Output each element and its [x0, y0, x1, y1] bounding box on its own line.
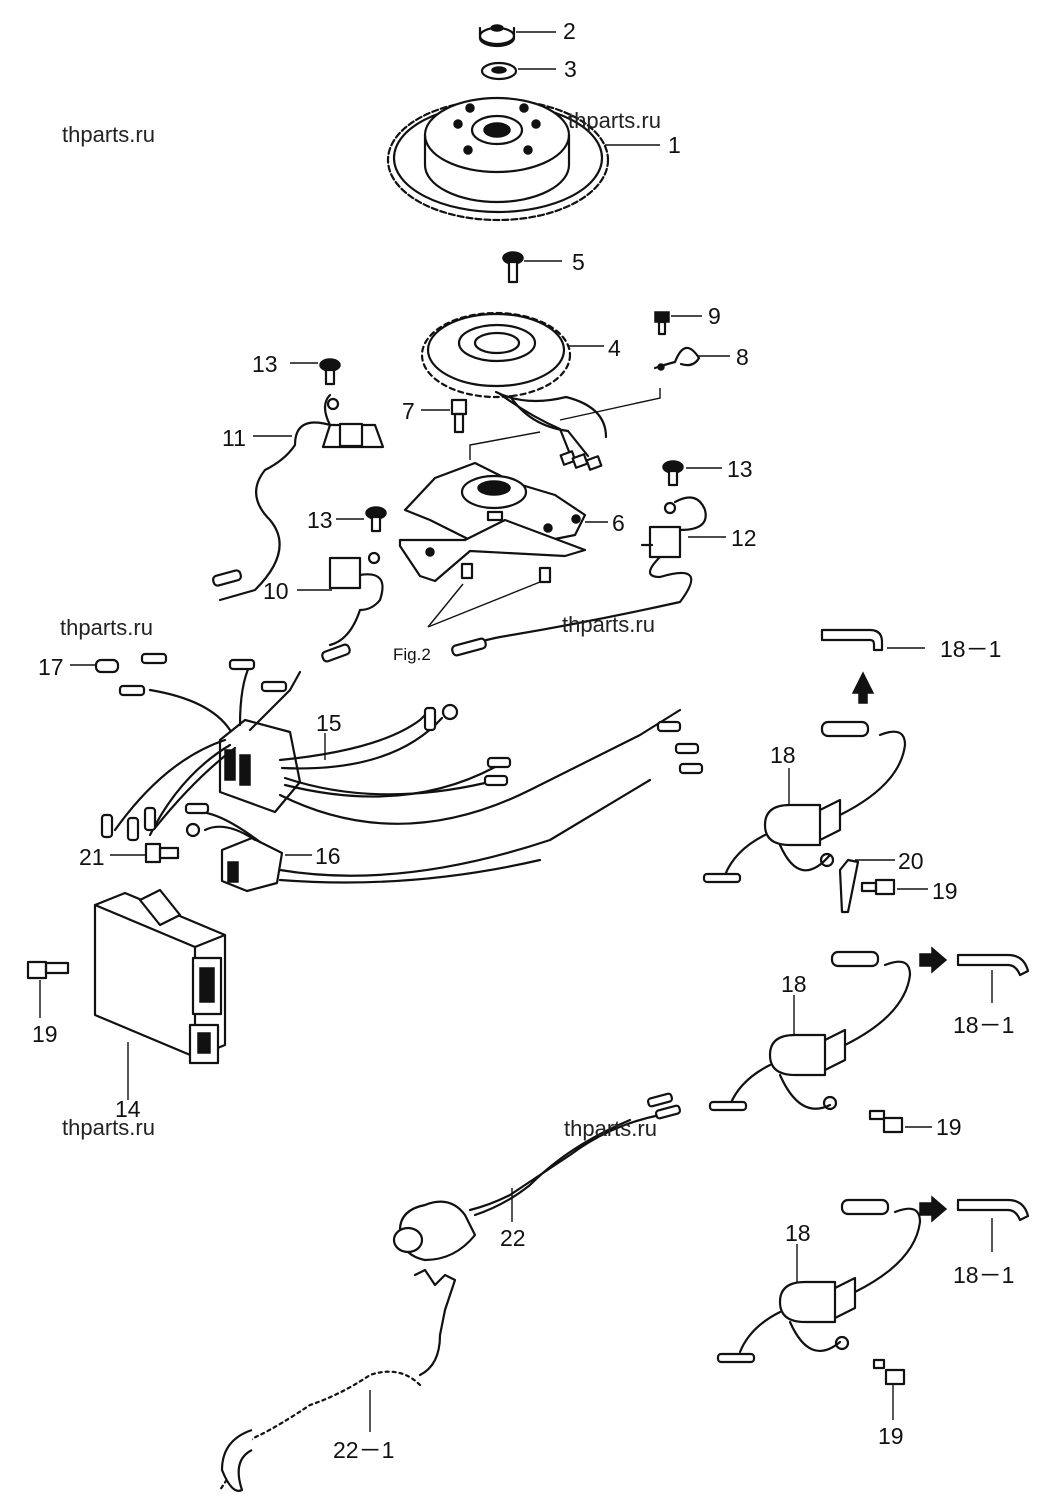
callout-22: 22 [500, 1225, 526, 1251]
pulser-coil-icon [211, 393, 385, 602]
spark-plug-cap-icon [956, 1198, 1030, 1222]
watermark: thparts.ru [568, 108, 661, 133]
cdi-unit-icon [93, 888, 227, 1065]
watermark: thparts.ru [62, 1115, 155, 1140]
flywheel-icon [386, 96, 610, 222]
watermark: thparts.ru [62, 122, 155, 147]
pulser-coil-icon [451, 496, 707, 657]
pulser-coil-icon [321, 551, 384, 663]
bolt-icon [144, 842, 180, 864]
callout-5: 5 [572, 249, 585, 275]
watermark: thparts.ru [564, 1116, 657, 1141]
ignition-coil-icon [708, 950, 912, 1112]
callout-7: 7 [402, 398, 415, 424]
callout-19-c: 19 [878, 1423, 904, 1449]
spark-plug-cap-icon [820, 628, 884, 652]
callout-11: 11 [222, 425, 246, 451]
callout-13-a: 13 [252, 351, 278, 377]
bolt-icon [502, 251, 524, 284]
rectifier-harness-icon [100, 652, 704, 842]
callout-21: 21 [79, 844, 105, 870]
callout-18-a: 18 [770, 742, 796, 768]
bolt-icon [319, 358, 341, 386]
callout-22-1: 22－1 [333, 1437, 395, 1463]
callout-10: 10 [263, 578, 289, 604]
callout-18-c: 18 [785, 1220, 811, 1246]
callout-18-1-c: 18－1 [953, 1262, 1015, 1288]
connector-fitting-icon [94, 658, 120, 674]
callout-19-a: 19 [932, 878, 958, 904]
ground-strap-icon [838, 858, 860, 914]
dowel-pin-icon [460, 562, 552, 584]
callout-18-1-b: 18－1 [953, 1012, 1015, 1038]
callout-12: 12 [731, 525, 757, 551]
bolt-icon [26, 960, 70, 980]
bolt-icon [365, 506, 387, 533]
washer-icon [480, 61, 518, 81]
bolt-icon [654, 311, 670, 336]
arrow-icon [919, 1195, 948, 1223]
spark-plug-cap-icon [956, 953, 1030, 977]
stator-icon [420, 311, 608, 471]
callout-16: 16 [315, 843, 341, 869]
callout-8: 8 [736, 344, 749, 370]
callout-15: 15 [316, 710, 342, 736]
callout-18-b: 18 [781, 971, 807, 997]
callout-19-b: 19 [936, 1114, 962, 1140]
arrow-icon [919, 946, 948, 974]
callout-6: 6 [612, 510, 625, 536]
callout-17: 17 [38, 654, 64, 680]
callout-13-b: 13 [307, 507, 333, 533]
lanyard-icon [218, 1268, 457, 1492]
bolt-icon [872, 1358, 906, 1386]
callout-13-c: 13 [727, 456, 753, 482]
ignition-coil-icon [716, 1198, 922, 1364]
callout-20: 20 [898, 848, 924, 874]
callout-3: 3 [564, 56, 577, 82]
callout-19-d: 19 [32, 1021, 58, 1047]
callout-2: 2 [563, 18, 576, 44]
bolt-icon [662, 460, 684, 487]
arrow-icon [851, 671, 875, 704]
callout-1: 1 [668, 132, 681, 158]
callout-18-1-a: 18－1 [940, 636, 1002, 662]
clamp-icon [653, 346, 701, 371]
connector-harness-icon [184, 778, 652, 893]
callout-4: 4 [608, 335, 621, 361]
callout-9: 9 [708, 303, 721, 329]
bolt-icon [860, 878, 896, 896]
callout-14: 14 [115, 1096, 141, 1122]
kill-switch-icon [392, 1092, 682, 1262]
nut-icon [478, 24, 516, 48]
watermark: thparts.ru [562, 612, 655, 637]
watermark: thparts.ru [60, 615, 153, 640]
bolt-icon [868, 1109, 904, 1134]
pulser-base-icon [398, 461, 587, 583]
bolt-icon [450, 398, 468, 434]
ignition-coil-icon [702, 720, 907, 884]
callout-fig2: Fig.2 [393, 645, 431, 664]
